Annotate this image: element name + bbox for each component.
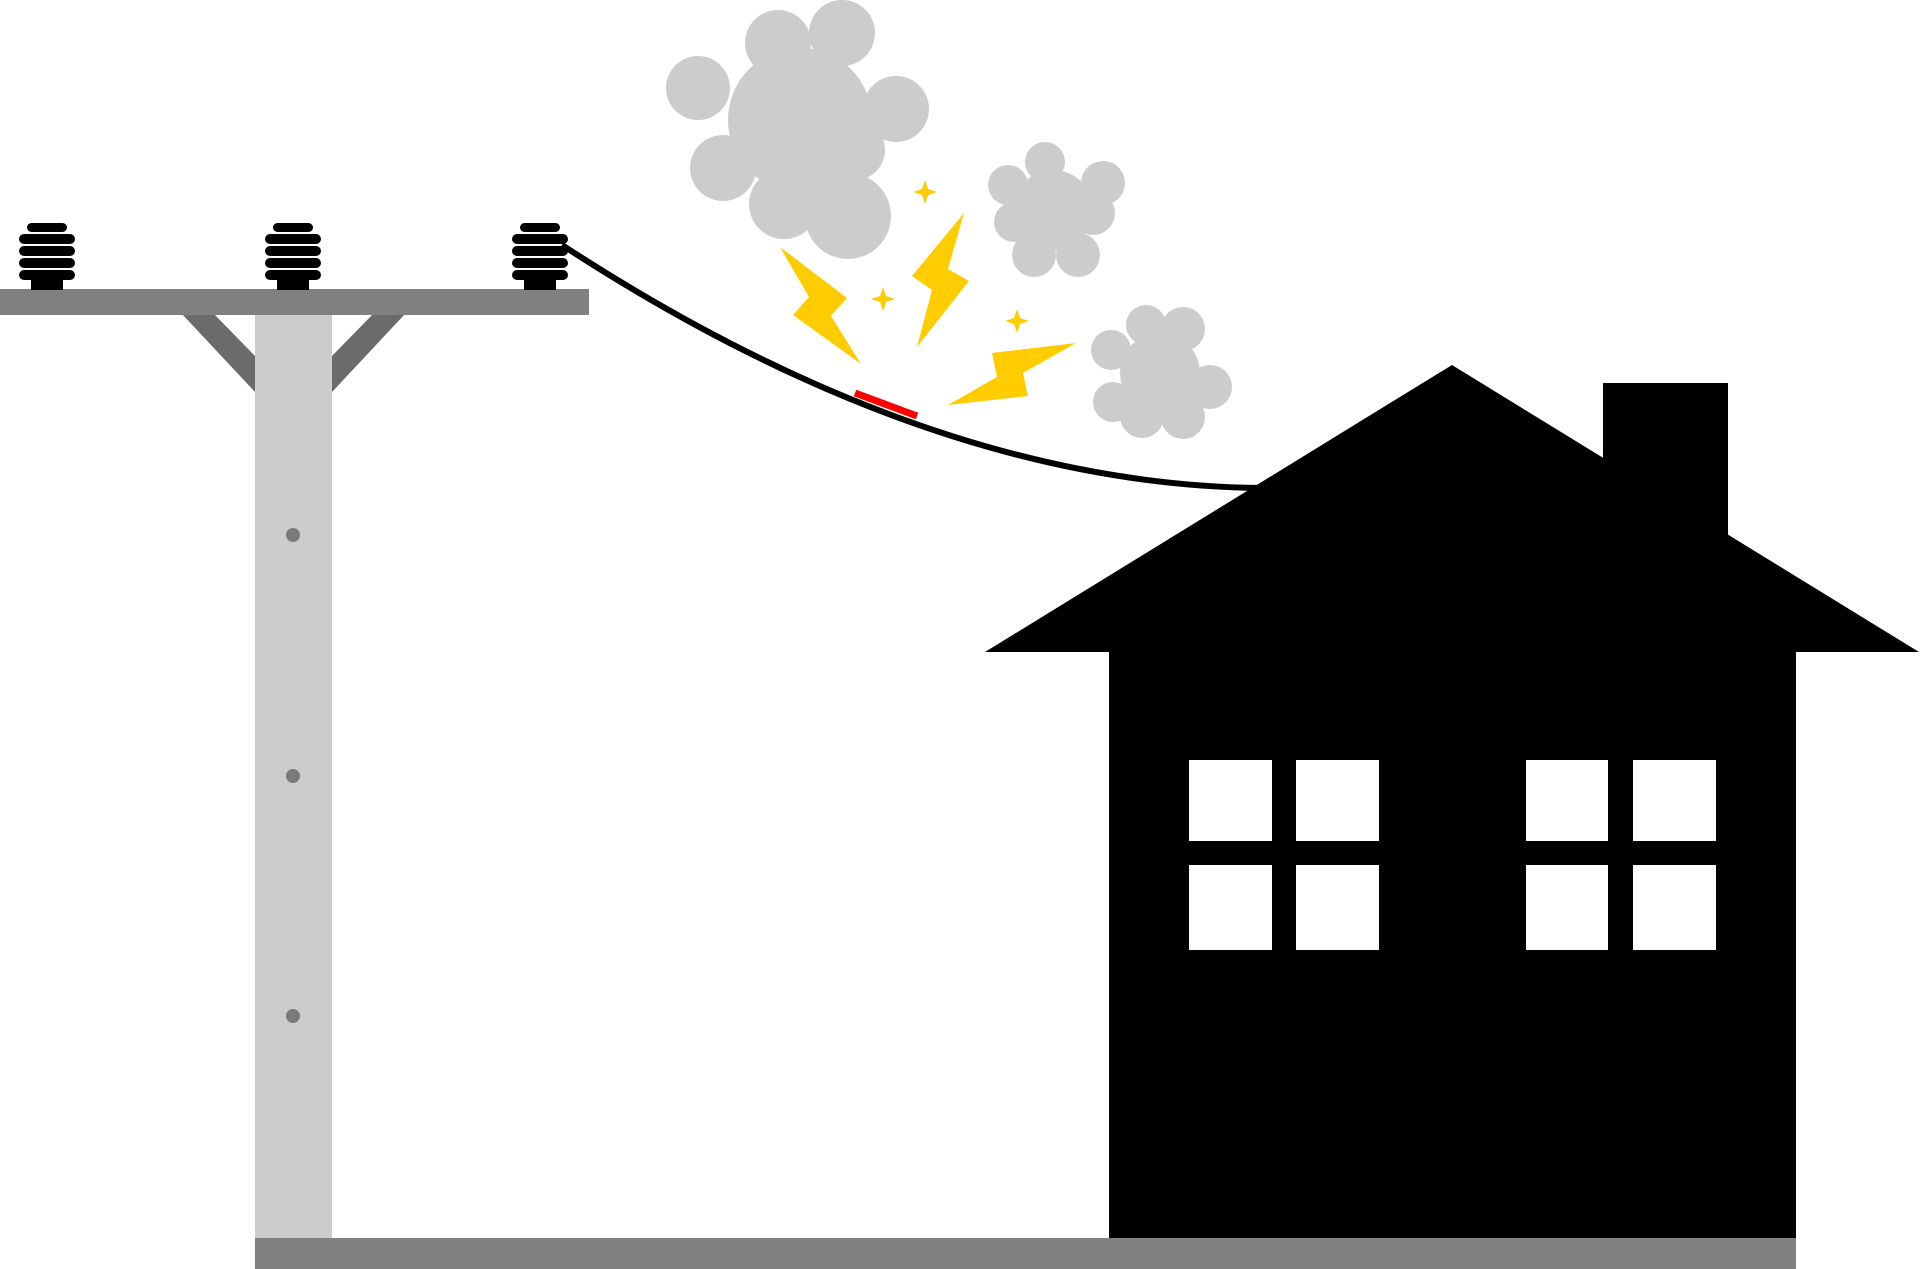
lightning-bolt-icon xyxy=(912,213,969,347)
sparkle-icon xyxy=(871,287,895,311)
pole-brace-left xyxy=(182,314,255,392)
pole-crossarm xyxy=(0,289,589,315)
utility-pole-icon xyxy=(0,289,589,1239)
house-window xyxy=(1189,760,1379,950)
smoke-cloud-icon xyxy=(1091,305,1232,439)
house-window xyxy=(1526,760,1716,950)
lightning-bolt-icon xyxy=(948,343,1076,405)
sparkle-icon xyxy=(913,180,937,204)
pole-bolt xyxy=(286,528,300,542)
lightning-bolt-icon xyxy=(780,247,861,364)
pole-bolt xyxy=(286,769,300,783)
insulator-icon xyxy=(19,223,75,290)
pole-brace-right xyxy=(332,314,405,392)
ground-strip xyxy=(255,1238,1796,1269)
sparkle-icon xyxy=(1005,309,1029,333)
smoke-cloud-icon xyxy=(666,0,929,259)
house-roof xyxy=(985,365,1919,652)
smoke-cloud-icon xyxy=(988,142,1125,277)
power-line-wire xyxy=(560,242,1263,491)
power-line-damage xyxy=(853,389,919,420)
power-line xyxy=(560,242,1263,491)
pole-bolt xyxy=(286,1009,300,1023)
insulator-icon xyxy=(265,223,321,290)
insulator-icon xyxy=(512,223,568,290)
house-icon xyxy=(985,365,1919,1240)
